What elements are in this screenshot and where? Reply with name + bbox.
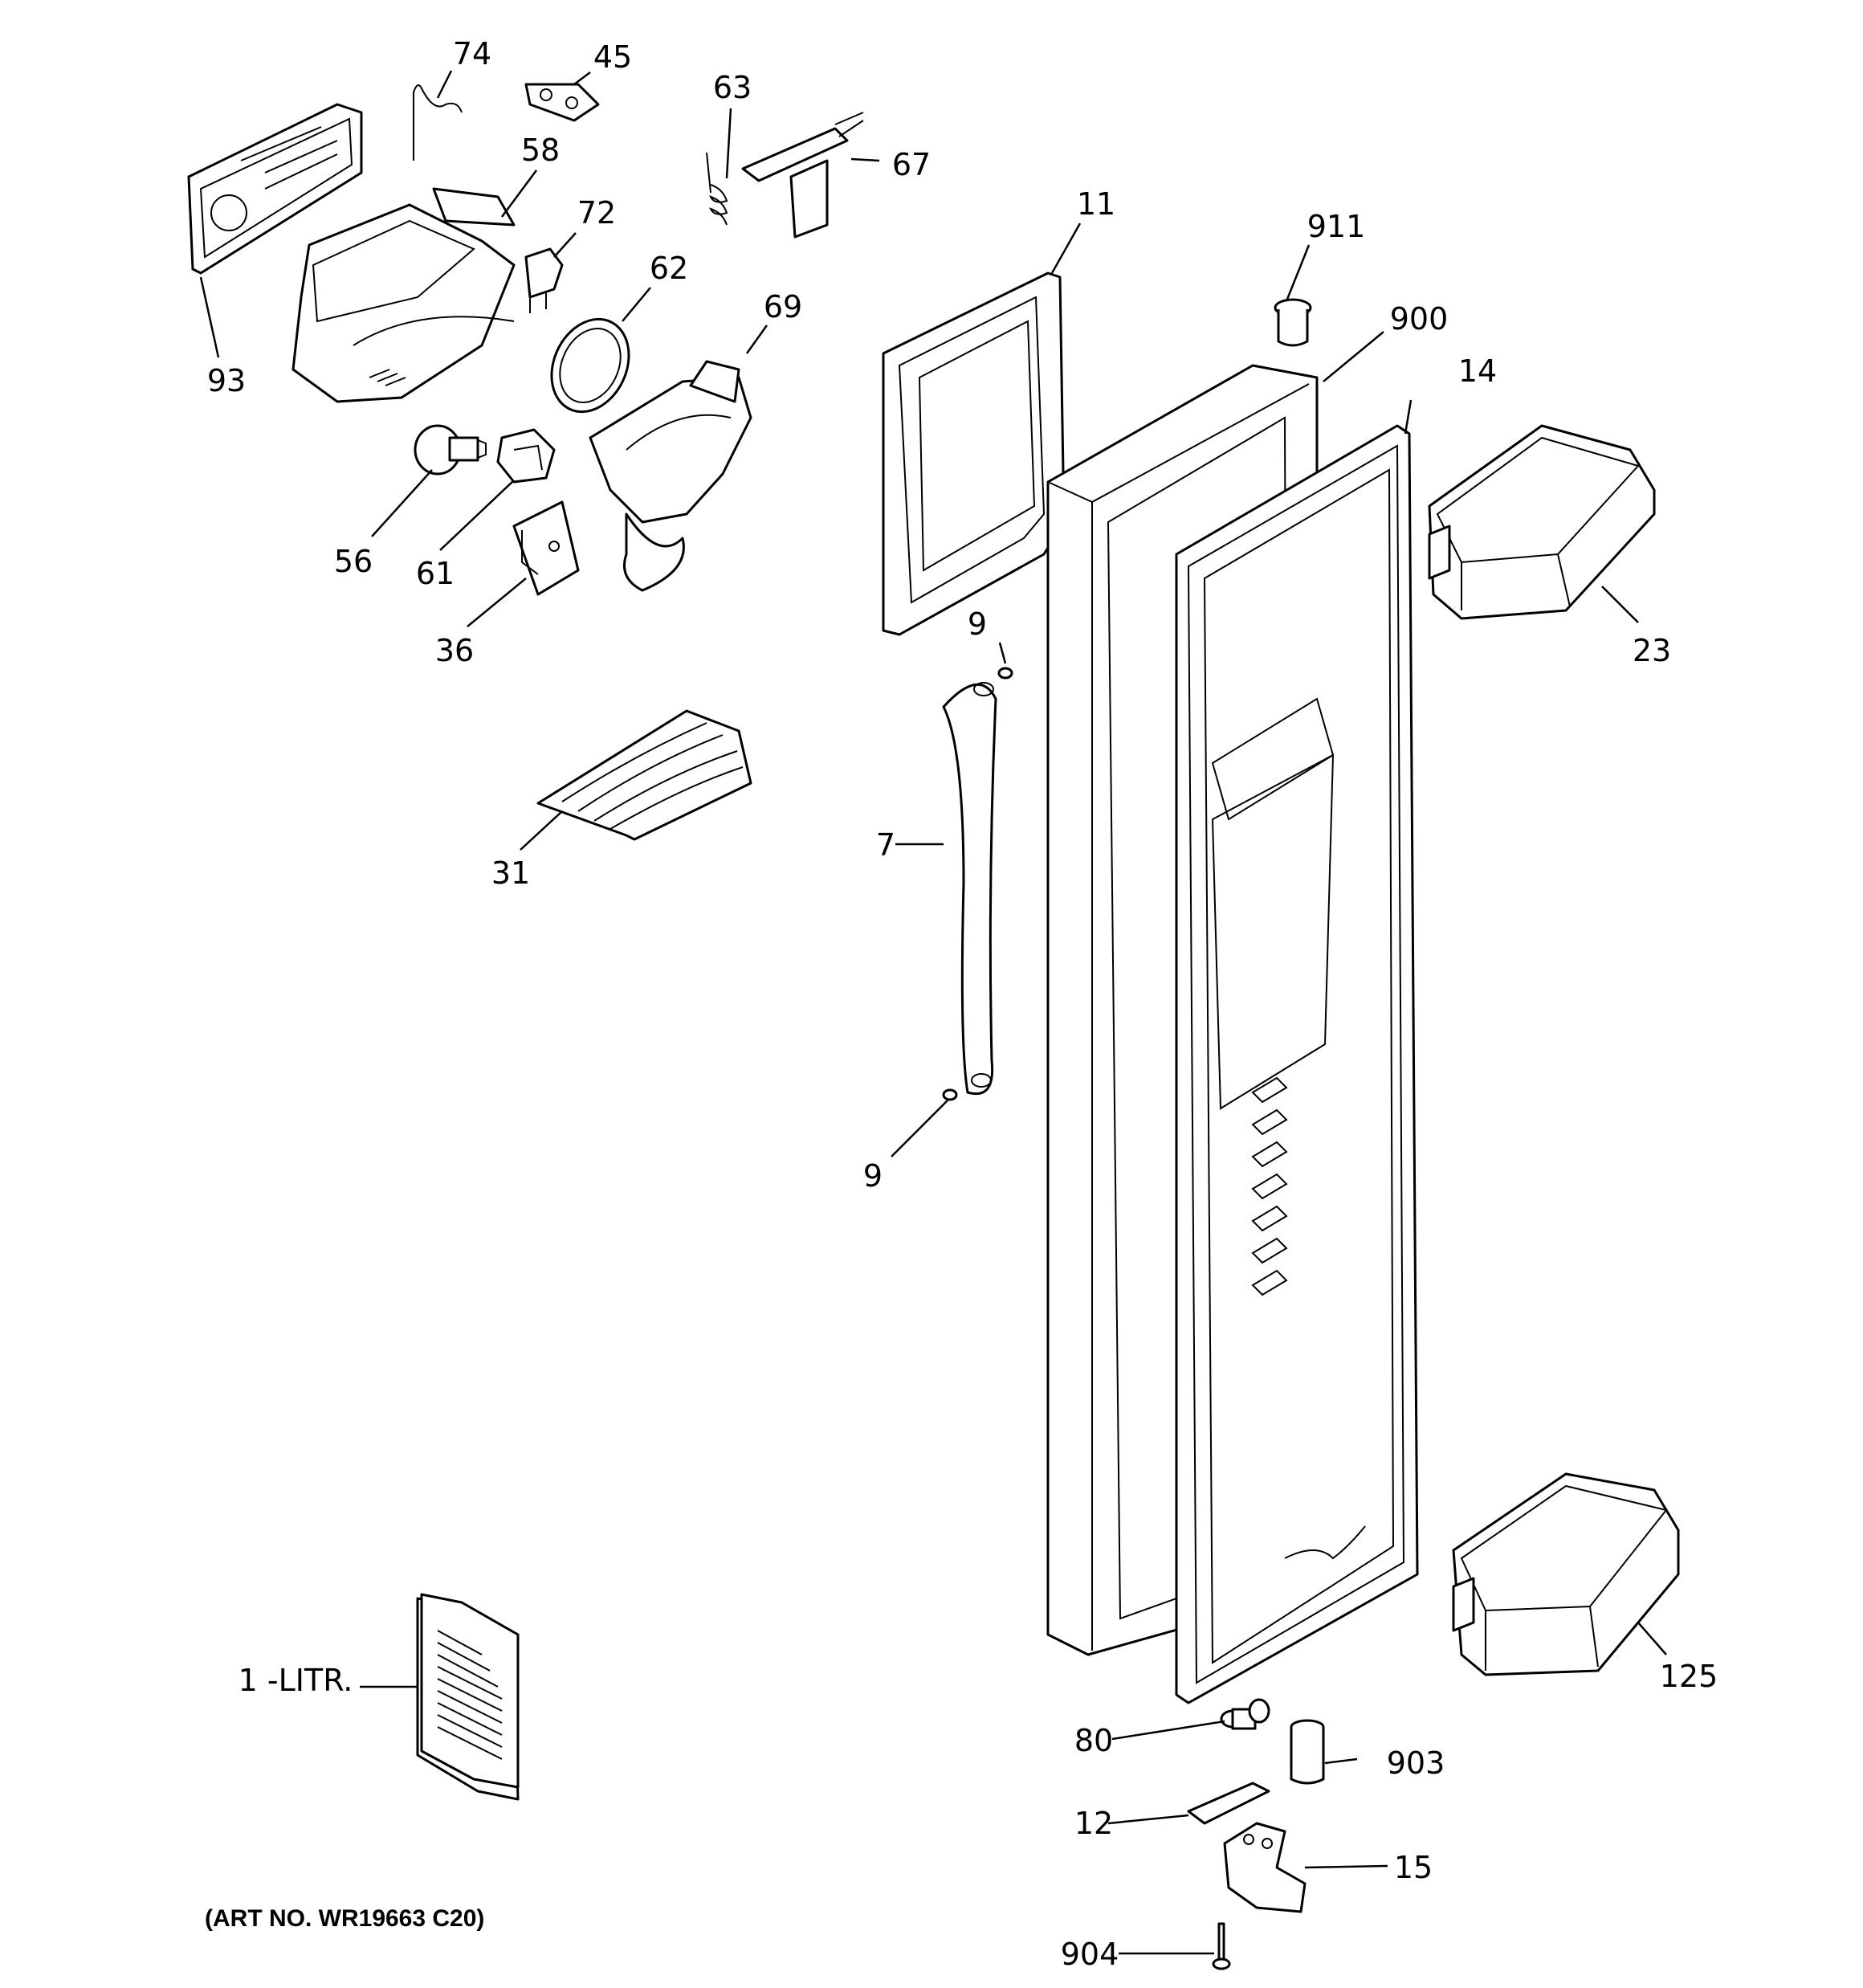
switch-72-part	[524, 247, 564, 313]
screw-904-part	[1212, 1922, 1231, 1970]
label-67: 67	[892, 147, 931, 182]
dispenser-control-board-part	[187, 103, 363, 275]
ice-chute-part	[589, 360, 752, 592]
leader-lines	[199, 70, 1667, 1955]
door-handle-part	[942, 682, 997, 1095]
label-74: 74	[453, 36, 491, 71]
label-93: 93	[207, 363, 246, 398]
plug-911-part	[1274, 298, 1312, 347]
label-72: 72	[577, 195, 616, 231]
label-12: 12	[1074, 1806, 1113, 1841]
label-31: 31	[491, 855, 530, 891]
label-62: 62	[650, 251, 688, 286]
hinge-block-part	[1223, 1822, 1307, 1913]
label-900: 900	[1390, 301, 1449, 337]
shim-plate-part	[1187, 1782, 1270, 1825]
hinge-pin-903-part	[1290, 1719, 1325, 1785]
label-58: 58	[521, 133, 560, 168]
label-15: 15	[1394, 1850, 1433, 1885]
art-number: (ART NO. WR19663 C20)	[205, 1905, 484, 1932]
label-9-bottom: 9	[863, 1158, 883, 1194]
drip-tray-grille-part	[536, 709, 752, 841]
auger-ring-part	[550, 317, 630, 414]
door-bin-lower-part	[1452, 1472, 1680, 1676]
label-14: 14	[1458, 353, 1497, 389]
door-gasket-part	[1175, 424, 1419, 1704]
label-903: 903	[1387, 1745, 1445, 1781]
coupler-part	[496, 428, 556, 484]
dispenser-housing-part	[291, 187, 516, 403]
label-125: 125	[1660, 1659, 1718, 1694]
literature-booklet-part	[416, 1593, 520, 1801]
label-56: 56	[334, 544, 373, 579]
screw-9-bottom-part	[942, 1088, 958, 1101]
label-9-top: 9	[968, 606, 987, 642]
label-69: 69	[764, 289, 802, 325]
door-bin-upper-part	[1428, 424, 1656, 620]
label-63: 63	[713, 70, 752, 105]
dispenser-frame-part	[882, 271, 1066, 636]
bracket-45-part	[524, 83, 600, 122]
spring-63-part	[706, 152, 728, 226]
bracket-36-part	[512, 500, 580, 596]
bushing-80-part	[1220, 1698, 1270, 1730]
hinge-67-part	[741, 112, 864, 239]
spring-74-part	[413, 84, 463, 161]
label-7: 7	[876, 827, 895, 863]
label-45: 45	[593, 39, 632, 75]
label-61: 61	[416, 556, 455, 591]
label-1-litr: 1 -LITR.	[238, 1663, 353, 1698]
label-36: 36	[435, 633, 474, 668]
label-11: 11	[1077, 186, 1115, 222]
label-80: 80	[1074, 1723, 1113, 1758]
label-911: 911	[1307, 209, 1366, 244]
screw-9-top-part	[997, 667, 1013, 680]
label-904: 904	[1061, 1937, 1119, 1972]
motor-shaft-part	[414, 424, 487, 476]
label-23: 23	[1633, 633, 1671, 668]
